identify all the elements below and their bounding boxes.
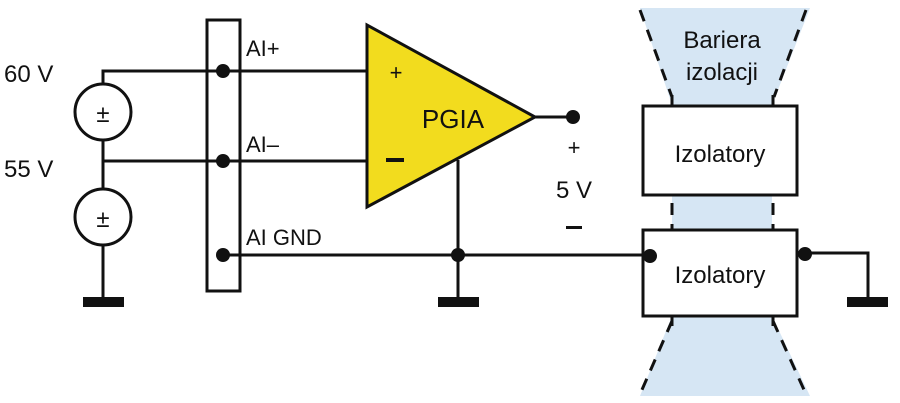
voltage-source-bottom: ± (73, 187, 133, 247)
barrier-label-line1: Bariera (683, 27, 761, 54)
isolator-top: Izolatory (641, 104, 799, 197)
plus-minus-icon: ± (96, 101, 109, 128)
output-node (566, 110, 580, 124)
terminal-block (205, 18, 242, 293)
plus-minus-icon: ± (96, 206, 109, 233)
ground-icon-isolated (847, 297, 888, 307)
isolator-output-node (798, 247, 812, 261)
wire-ai-plus (101, 69, 367, 84)
terminal-node-ai-plus (216, 64, 230, 78)
barrier-edge-bottom-right (771, 320, 807, 393)
ground-icon-sources (83, 297, 124, 307)
isolator-top-label: Izolatory (675, 141, 766, 168)
pgia-input-minus-icon (386, 158, 404, 162)
isolator-input-node (643, 249, 657, 263)
voltage-source-top: ± (73, 82, 133, 142)
output-plus-label: + (568, 135, 581, 160)
terminal-node-ai-minus (216, 154, 230, 168)
barrier-label-line2: izolacji (686, 59, 758, 86)
barrier-edge-top-left (638, 9, 674, 98)
isolator-bottom: Izolatory (641, 228, 799, 318)
output-minus-icon (566, 226, 582, 229)
voltage-label-55v: 55 V (4, 156, 53, 183)
pgia-label: PGIA (422, 104, 485, 134)
pgia-input-plus: + (390, 60, 403, 85)
barrier-middle-area (672, 195, 772, 229)
terminal-label-ai-plus: AI+ (246, 36, 280, 61)
wire-isolated-ground (805, 251, 870, 298)
barrier-edge-bottom-left (639, 320, 674, 393)
terminal-label-ai-minus: AI– (246, 132, 280, 157)
pgia-ground-node (451, 248, 465, 262)
barrier-top-area (640, 8, 810, 105)
voltage-label-60v: 60 V (4, 61, 53, 88)
pgia-amplifier: PGIA + (365, 22, 539, 210)
ground-icon-pgia (438, 297, 479, 307)
isolation-barrier: Bariera izolacji (638, 8, 810, 396)
terminal-node-ai-gnd (216, 248, 230, 262)
isolator-bottom-label: Izolatory (675, 262, 766, 289)
barrier-bottom-area (640, 316, 810, 396)
barrier-edge-top-right (772, 9, 808, 98)
output-voltage-label: 5 V (556, 177, 592, 204)
terminal-label-ai-gnd: AI GND (246, 225, 322, 250)
